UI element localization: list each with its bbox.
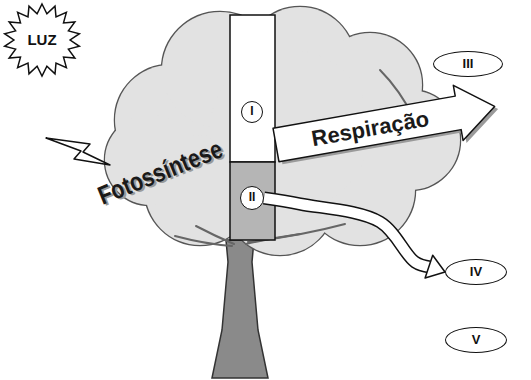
output-ellipse: V [445, 327, 507, 353]
node-label: I [250, 105, 253, 118]
output-ellipse: IV [445, 259, 507, 285]
arrow-fill [264, 198, 430, 267]
leaf-part-circle: II [240, 186, 264, 210]
leaf-bar [230, 15, 275, 240]
node-label: II [249, 191, 256, 204]
respiration-arrow [271, 78, 503, 175]
branch [175, 236, 232, 246]
bolt-shape [46, 138, 110, 165]
trunk-shape [212, 240, 268, 378]
node-label: LUZ [27, 32, 56, 49]
node-label: III [463, 57, 474, 71]
light-starburst: LUZ [3, 3, 81, 77]
arrow-outline [264, 198, 430, 267]
tree-trunk [212, 240, 268, 378]
node-label: IV [470, 265, 482, 279]
lightning-bolt [46, 138, 110, 165]
arrow-head [425, 255, 445, 278]
arrow-body [271, 79, 499, 173]
hollow-arrow [264, 198, 445, 278]
starburst-shape [5, 4, 80, 76]
leaf-part-circle: I [241, 101, 263, 123]
output-ellipse: III [433, 51, 503, 77]
bar-upper-white [230, 15, 275, 162]
node-label: V [472, 333, 481, 347]
